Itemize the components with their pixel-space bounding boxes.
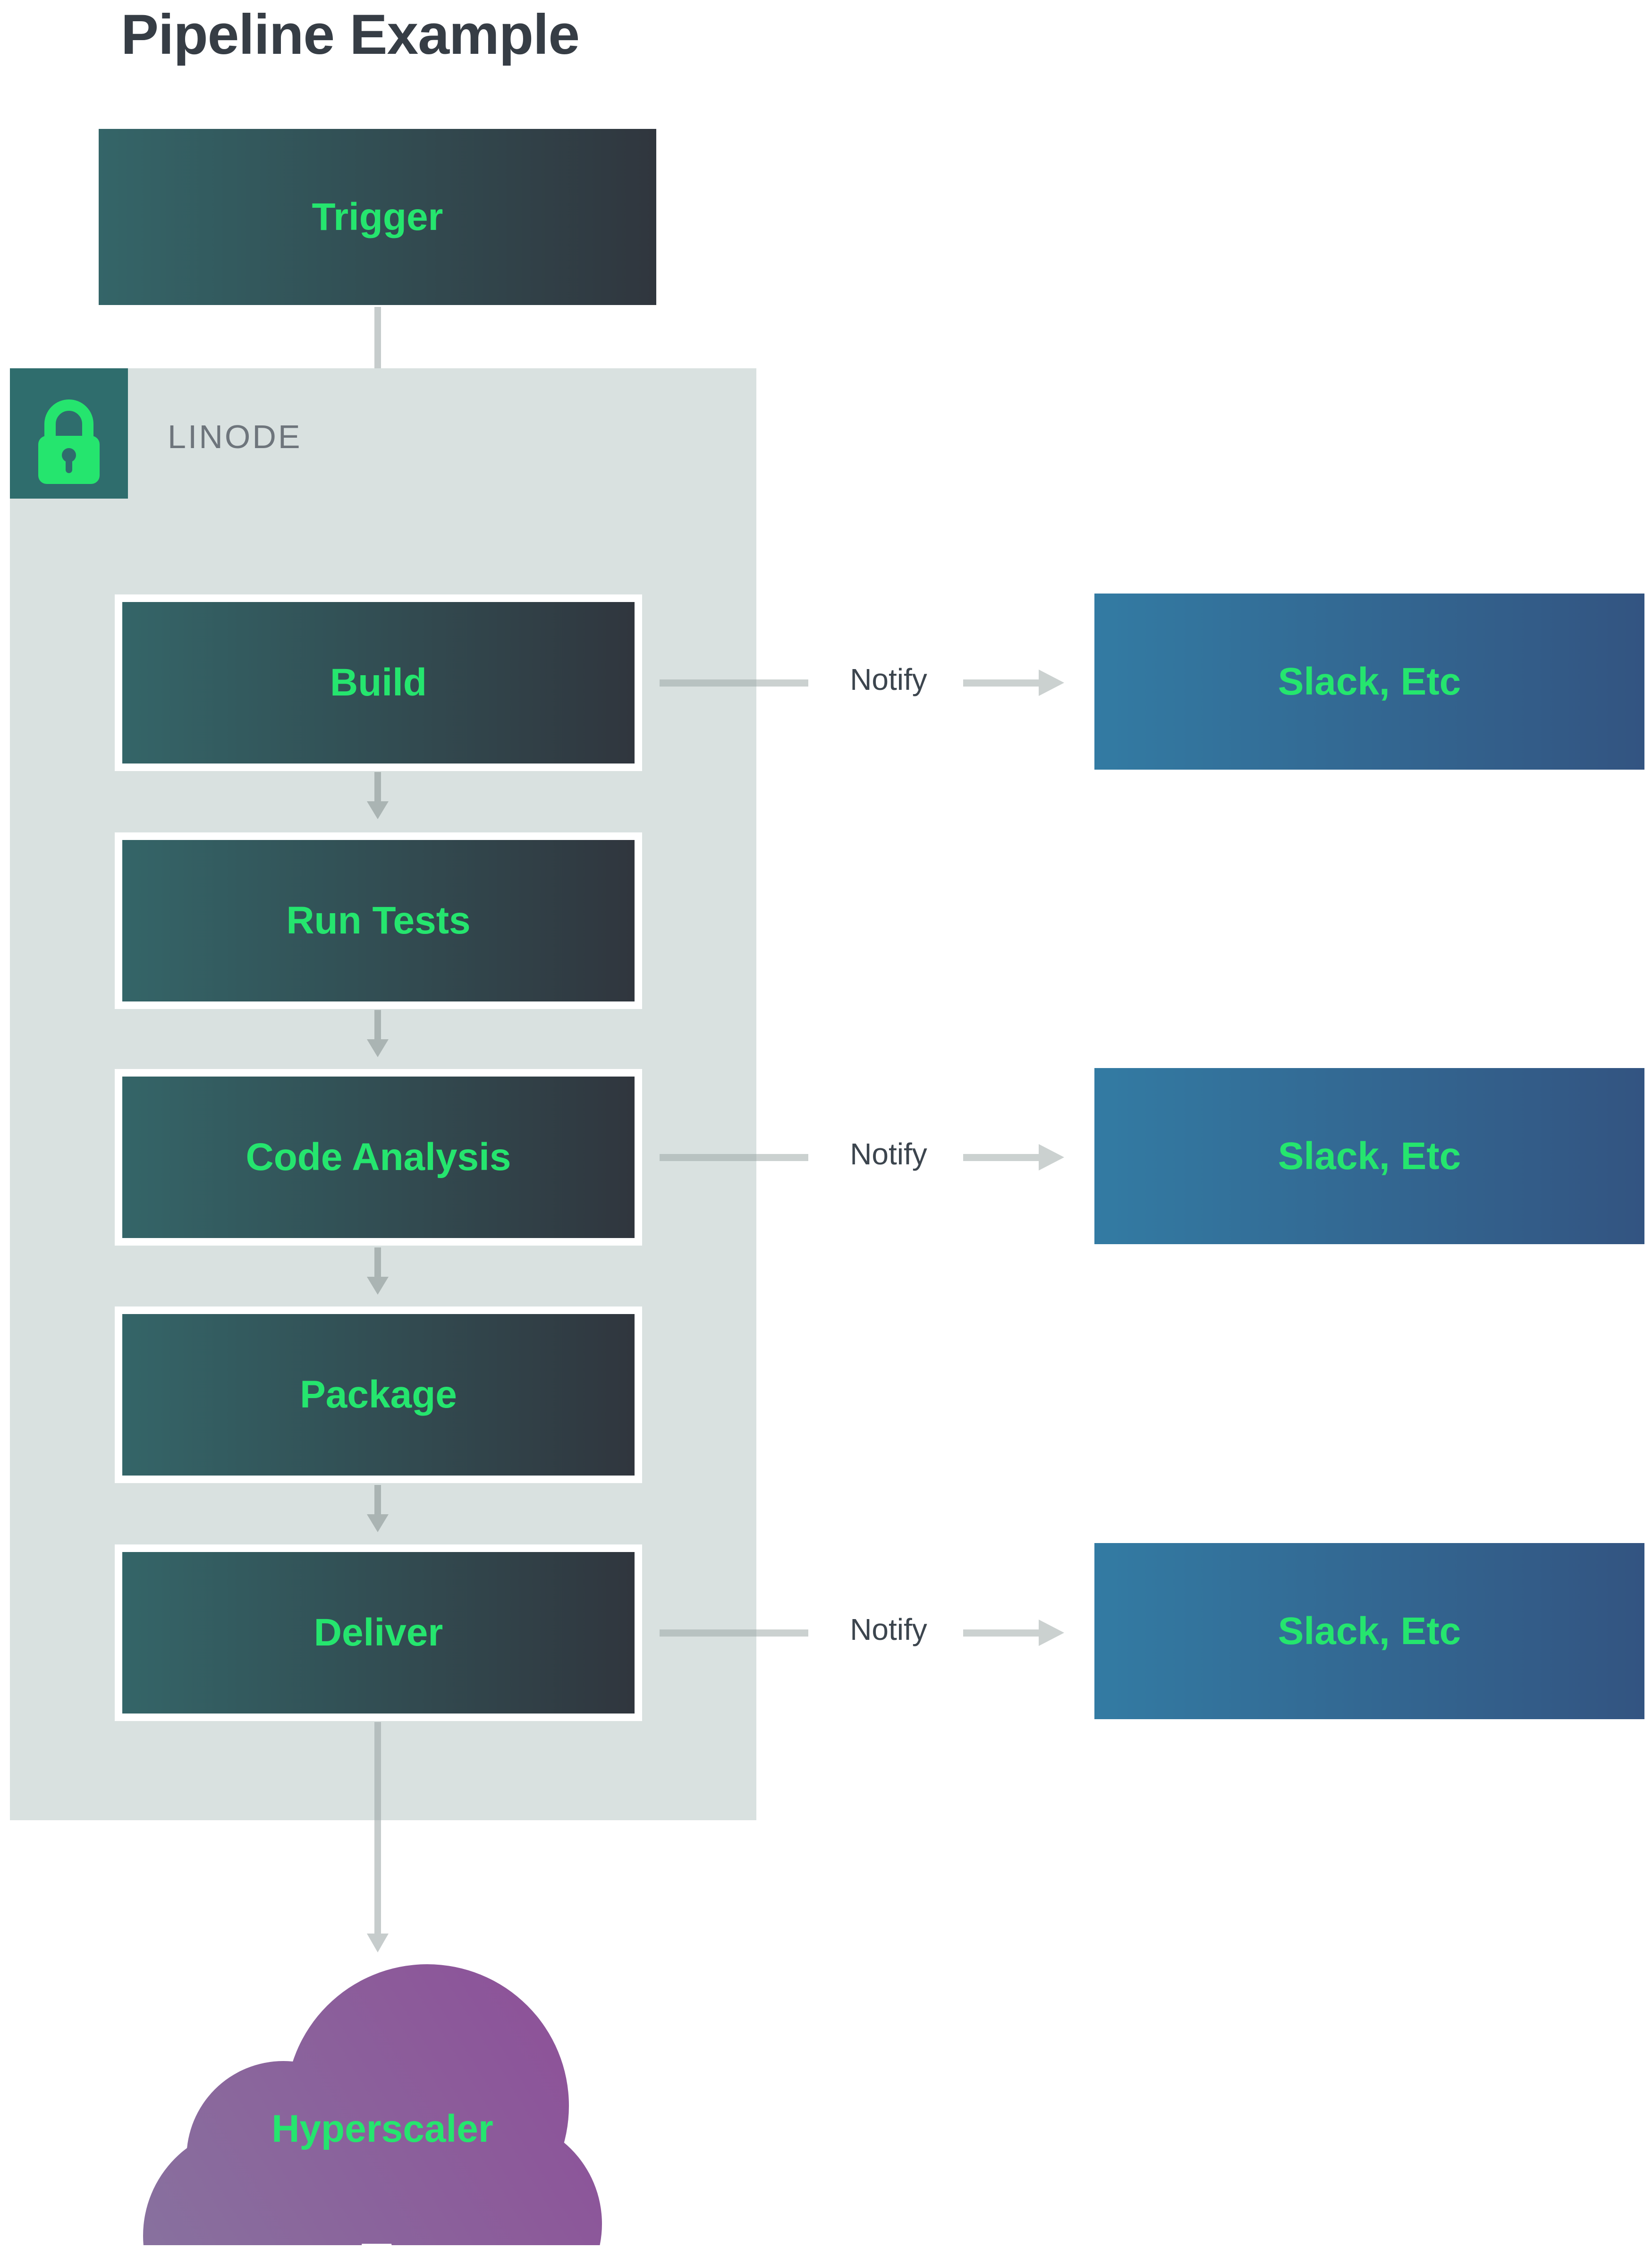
stage-node-build: Build (115, 594, 642, 771)
lock-icon (38, 399, 100, 484)
notification-target-code-analysis: Slack, Etc (1094, 1068, 1644, 1244)
stage-node-build-bg: Build (122, 602, 635, 763)
arrow-notify-build-line (963, 679, 1039, 687)
stage-node-deliver: Deliver (115, 1544, 642, 1721)
arrow-codeanalysis-to-package-stem (374, 1247, 381, 1277)
arrow-notify-build-head (1039, 670, 1064, 696)
stage-label-build: Build (330, 661, 427, 704)
connector-build-notify-stub (660, 679, 808, 687)
provider-label: LINODE (168, 418, 302, 455)
stage-node-package-bg: Package (122, 1314, 635, 1476)
stage-node-code-analysis-bg: Code Analysis (122, 1077, 635, 1238)
arrow-build-to-runtests-head (367, 801, 389, 819)
cloud-label: Hyperscaler (271, 2107, 493, 2150)
notification-target-deliver: Slack, Etc (1094, 1543, 1644, 1719)
arrow-package-to-deliver-head (367, 1514, 389, 1532)
connector-deliver-notify-stub (660, 1629, 808, 1637)
page-title: Pipeline Example (121, 3, 580, 66)
arrow-notify-deliver-line (963, 1629, 1039, 1637)
notification-target-build: Slack, Etc (1094, 594, 1644, 770)
stage-node-run-tests-bg: Run Tests (122, 840, 635, 1001)
notification-target-label: Slack, Etc (1278, 660, 1461, 703)
arrow-runtests-to-codeanalysis-head (367, 1039, 389, 1057)
lock-badge (10, 368, 128, 499)
arrow-notify-codeanalysis-line (963, 1154, 1039, 1161)
trigger-node: Trigger (99, 129, 656, 305)
arrow-notify-codeanalysis-head (1039, 1144, 1064, 1171)
arrow-package-to-deliver-stem (374, 1485, 381, 1514)
connector-codeanalysis-notify-stub (660, 1154, 808, 1161)
stage-label-code-analysis: Code Analysis (246, 1136, 511, 1179)
stage-label-package: Package (300, 1373, 457, 1416)
stage-node-code-analysis: Code Analysis (115, 1069, 642, 1246)
arrow-codeanalysis-to-package-head (367, 1277, 389, 1295)
stage-label-deliver: Deliver (313, 1611, 443, 1654)
trigger-node-bg: Trigger (99, 129, 656, 305)
notification-target-label: Slack, Etc (1278, 1609, 1461, 1653)
arrow-notify-deliver-head (1039, 1620, 1064, 1646)
stage-node-run-tests: Run Tests (115, 832, 642, 1009)
cloud-shape (143, 1964, 602, 2245)
stage-node-package: Package (115, 1306, 642, 1483)
notify-label-build: Notify (850, 662, 927, 696)
notify-label-deliver: Notify (850, 1612, 927, 1646)
arrow-build-to-runtests-stem (374, 772, 381, 801)
stage-node-deliver-bg: Deliver (122, 1552, 635, 1714)
arrow-deliver-to-cloud-stem (374, 1722, 381, 1934)
arrow-runtests-to-codeanalysis-stem (374, 1010, 381, 1039)
trigger-label: Trigger (312, 195, 443, 238)
arrow-deliver-to-cloud-head (367, 1934, 389, 1952)
notification-target-label: Slack, Etc (1278, 1134, 1461, 1178)
notify-label-code-analysis: Notify (850, 1137, 927, 1171)
stage-label-run-tests: Run Tests (286, 899, 471, 942)
